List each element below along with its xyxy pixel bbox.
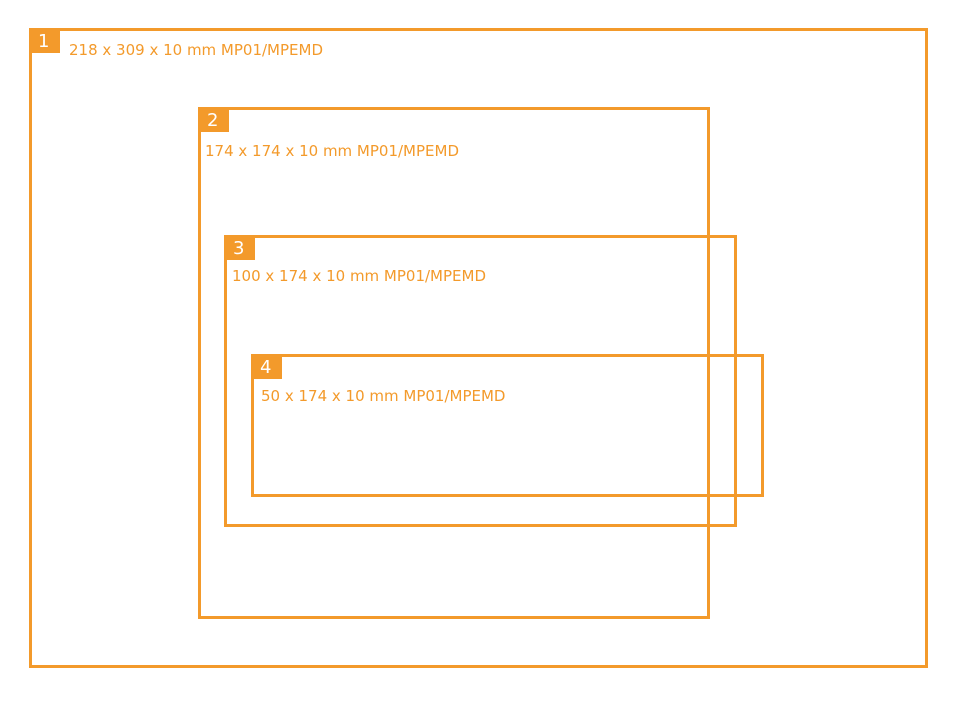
size-box-3: 3 100 x 174 x 10 mm MP01/MPEMD — [224, 235, 737, 527]
box-number-badge: 2 — [201, 110, 229, 132]
box-number-badge: 4 — [254, 357, 282, 379]
box-size-label: 50 x 174 x 10 mm MP01/MPEMD — [261, 387, 506, 405]
size-box-1: 1 218 x 309 x 10 mm MP01/MPEMD — [29, 28, 928, 668]
box-number-badge: 1 — [32, 31, 60, 53]
size-box-4: 4 50 x 174 x 10 mm MP01/MPEMD — [251, 354, 764, 497]
box-size-label: 174 x 174 x 10 mm MP01/MPEMD — [205, 142, 460, 160]
size-box-2: 2 174 x 174 x 10 mm MP01/MPEMD — [198, 107, 710, 619]
box-size-label: 100 x 174 x 10 mm MP01/MPEMD — [232, 267, 487, 285]
box-size-label: 218 x 309 x 10 mm MP01/MPEMD — [69, 41, 324, 59]
box-number-badge: 3 — [227, 238, 255, 260]
